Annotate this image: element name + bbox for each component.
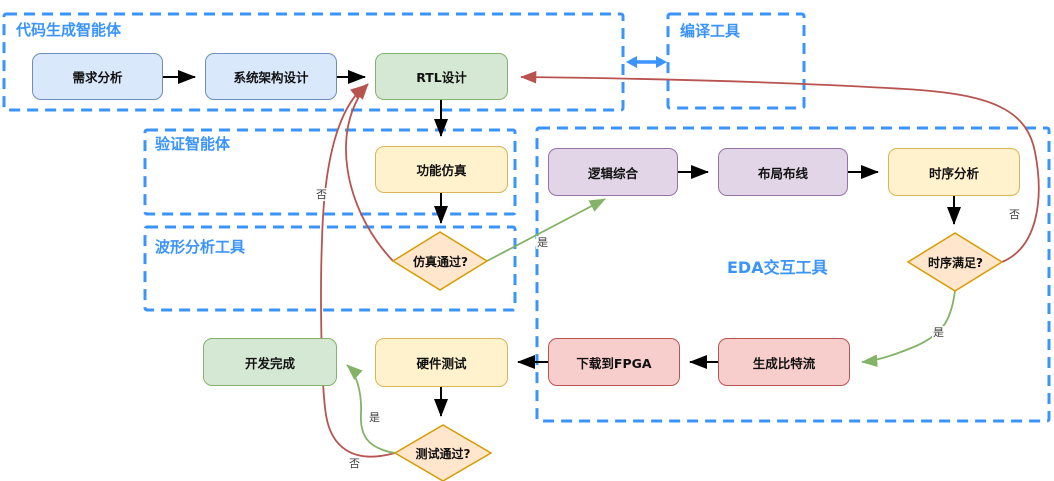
- node-label: 系统架构设计: [233, 70, 309, 85]
- edge-label-sim-no: 否: [315, 188, 328, 202]
- edge-simpass-to-synth: [486, 198, 606, 262]
- edge-label-timing-no: 否: [1008, 208, 1021, 222]
- decision-label-timing-met: 时序满足?: [928, 255, 983, 270]
- node-requirement-analysis[interactable]: 需求分析: [32, 53, 163, 100]
- decision-timing-met[interactable]: [906, 232, 1004, 292]
- node-download-to-fpga[interactable]: 下载到FPGA: [548, 338, 680, 386]
- node-place-and-route[interactable]: 布局布线: [718, 148, 848, 196]
- node-hardware-test[interactable]: 硬件测试: [375, 338, 508, 387]
- decision-simulation-passed[interactable]: [391, 231, 489, 291]
- bidirectional-arrow: [626, 56, 667, 68]
- node-label: 逻辑综合: [587, 165, 638, 181]
- group-title-verification-agent: 验证智能体: [155, 135, 231, 153]
- node-label: 下载到FPGA: [576, 355, 652, 371]
- group-frame-eda-interaction-tool[interactable]: [535, 126, 1051, 423]
- node-system-architecture-design[interactable]: 系统架构设计: [205, 53, 337, 100]
- group-frame-verification-agent[interactable]: [143, 128, 517, 216]
- group-frame-code-generation-agent[interactable]: [2, 12, 625, 112]
- node-label: 功能仿真: [416, 163, 467, 178]
- edge-label-timing-yes: 是: [932, 326, 945, 340]
- edge-testpass-to-complete: [346, 364, 396, 454]
- node-label: 开发完成: [244, 355, 295, 371]
- group-frame-compiler-tool[interactable]: [666, 12, 806, 110]
- group-title-eda-interaction-tool: EDA交互工具: [727, 258, 828, 277]
- decision-label-simulation-passed: 仿真通过?: [413, 254, 468, 269]
- edge-testfail-to-rtl: [320, 84, 396, 458]
- edge-label-sim-yes: 是: [536, 236, 549, 250]
- group-frame-waveform-analysis-tool[interactable]: [143, 225, 517, 312]
- node-development-complete[interactable]: 开发完成: [203, 338, 337, 386]
- node-rtl-design[interactable]: RTL设计: [375, 53, 508, 100]
- node-label: 硬件测试: [416, 356, 467, 371]
- node-timing-analysis[interactable]: 时序分析: [888, 148, 1020, 196]
- decision-test-passed[interactable]: [393, 424, 493, 481]
- node-label: RTL设计: [416, 70, 467, 85]
- edge-label-test-yes: 是: [368, 411, 381, 425]
- node-label: 布局布线: [757, 165, 808, 181]
- node-label: 生成比特流: [752, 355, 816, 371]
- node-logic-synthesis[interactable]: 逻辑综合: [548, 148, 678, 196]
- group-title-waveform-analysis-tool: 波形分析工具: [155, 238, 246, 256]
- group-title-code-generation-agent: 代码生成智能体: [16, 21, 122, 39]
- decision-label-test-passed: 测试通过?: [415, 446, 471, 461]
- edge-simfail-to-rtl: [345, 83, 394, 262]
- node-label: 需求分析: [72, 70, 123, 85]
- edge-timingmet-to-bitstream: [861, 290, 956, 368]
- node-label: 时序分析: [928, 165, 979, 181]
- node-generate-bitstream[interactable]: 生成比特流: [718, 338, 850, 386]
- edge-timingfail-to-rtl: [520, 70, 1040, 263]
- node-functional-simulation[interactable]: 功能仿真: [375, 146, 508, 193]
- group-title-compiler-tool: 编译工具: [680, 22, 741, 40]
- edge-label-test-no: 否: [348, 457, 361, 471]
